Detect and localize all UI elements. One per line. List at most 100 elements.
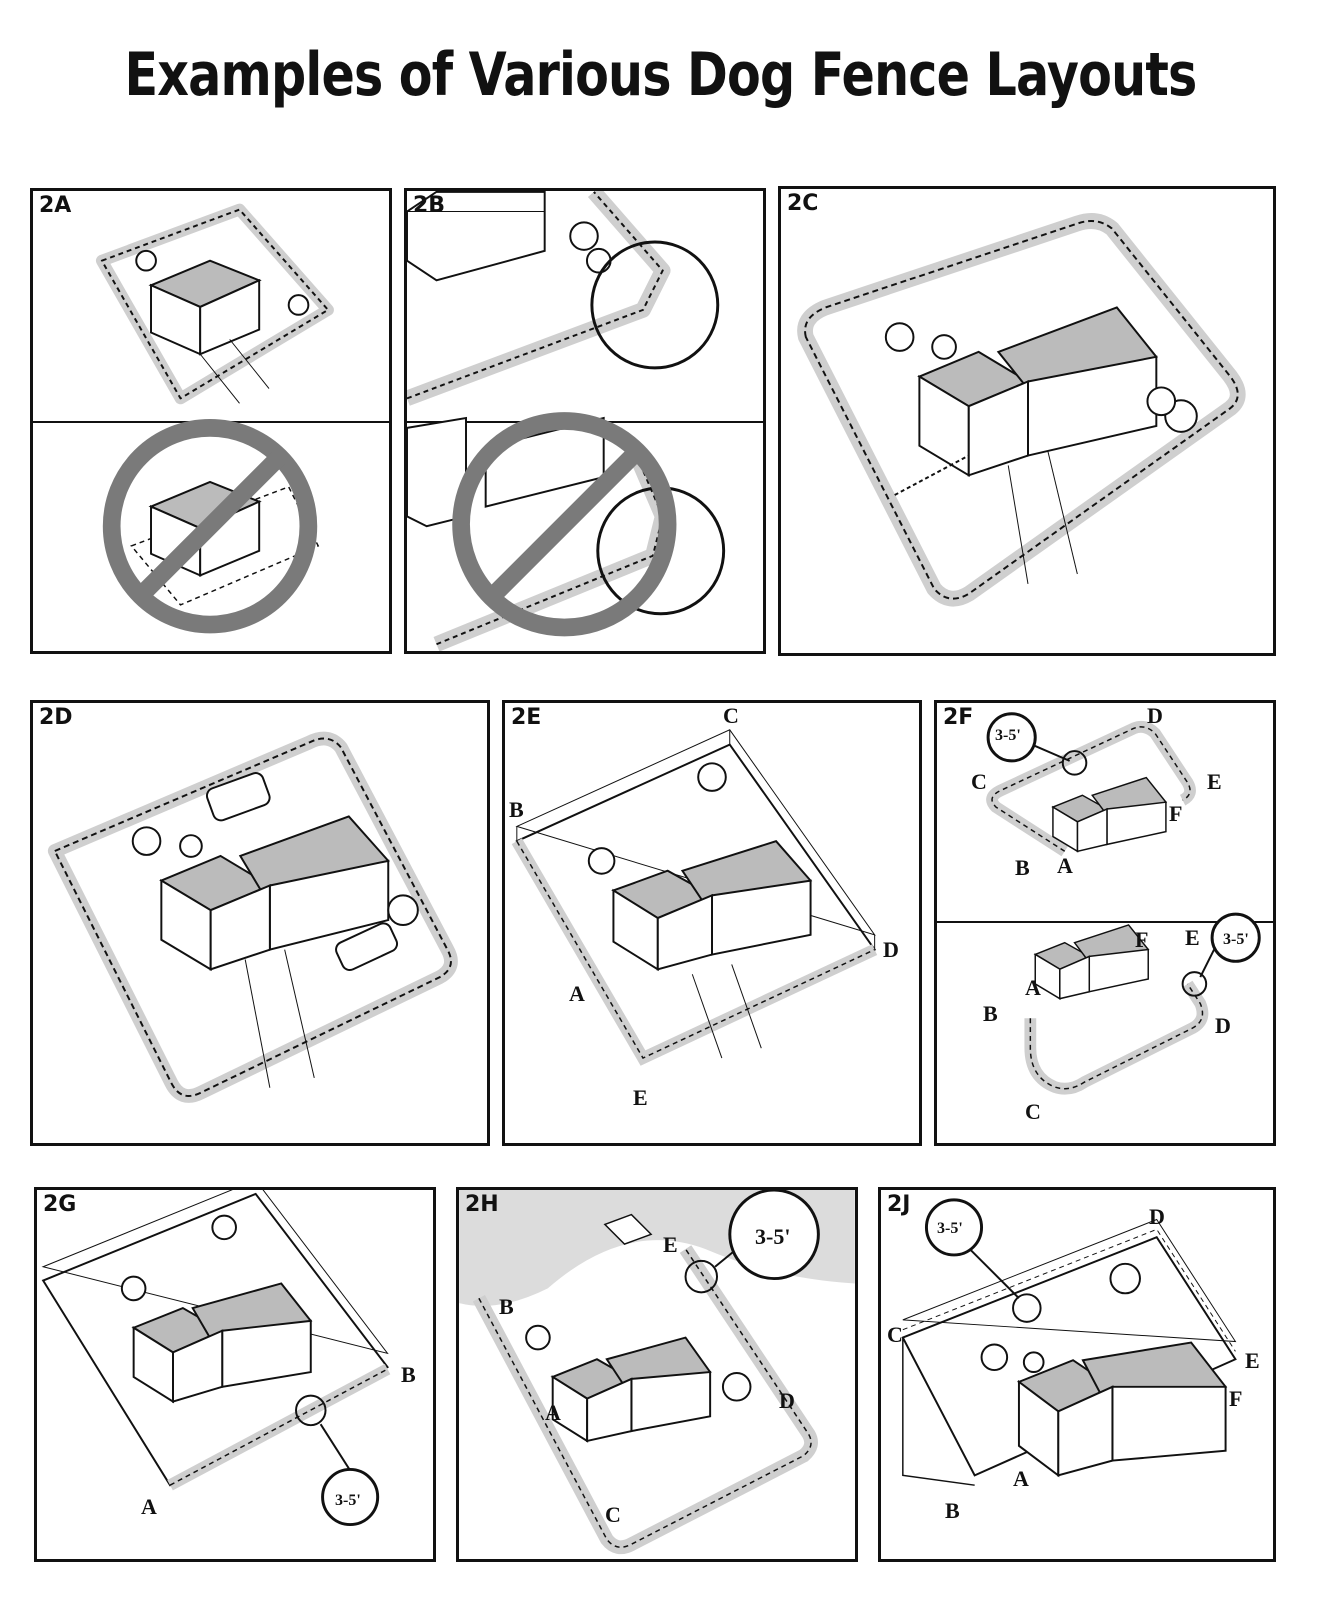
pool-icon [205,772,271,822]
prohibited-icon [452,412,677,637]
distance-tag: 3-5' [995,727,1021,744]
zoom-circle-icon [924,1198,1042,1323]
house-icon [148,259,262,356]
point-label: B [1015,855,1030,880]
boundary-wire-icon [511,838,878,1066]
panel-2e: 2E A B C D E [502,700,922,1146]
panel-label: 2C [787,191,819,216]
tree-icon [131,826,419,926]
panel-2d: 2D [30,700,490,1146]
dock-icon [603,1213,653,1245]
layout-2c-diagram [797,213,1246,607]
point-label: E [1245,1348,1260,1373]
house-icon [1033,924,1150,1000]
house-icon [407,191,546,282]
layout-2f-diagram [986,712,1261,1095]
panel-label: 2G [43,1192,77,1217]
point-label: B [983,1001,998,1026]
tree-icon [525,1324,752,1402]
zoom-circle-icon [684,1190,820,1294]
boundary-wire-icon [95,203,334,405]
panel-2f: 2F 3-5' 3-5' A B C D E F [934,700,1276,1146]
point-label: C [605,1502,621,1527]
point-label: A [1013,1466,1029,1491]
point-label: A [569,981,585,1006]
panel-2j: 2J 3-5' A B C D E F [878,1187,1276,1562]
layout-2a-diagram [95,203,334,634]
point-label: C [1025,1099,1041,1124]
point-label: D [883,937,899,962]
point-label: E [1207,769,1222,794]
boundary-wire-icon [167,1363,391,1491]
panel-2g: 2G 3-5' A B [34,1187,436,1562]
point-label: E [1185,925,1200,950]
point-label: A [1025,975,1041,1000]
boundary-wire-icon [1024,980,1209,1095]
boundary-wire-icon [407,191,671,406]
panel-2h: 2H 3-5' A B C D E [456,1187,858,1562]
layout-2e-diagram [511,729,878,1066]
point-label: E [663,1232,678,1257]
panel-label: 2B [413,193,446,218]
tree-icon [135,249,310,316]
point-label: F [1135,927,1149,952]
point-label: F [1169,801,1183,826]
panel-2b: 2B [404,188,766,654]
tree-icon [884,322,1198,433]
panel-label: 2D [39,705,73,730]
boundary-wire-icon [130,485,320,606]
house-icon [131,1282,313,1404]
house-icon [1051,776,1168,853]
zoom-circle-icon [986,712,1088,776]
panel-label: 2E [511,705,542,730]
boundary-wire-icon [433,444,671,651]
house-icon [550,1336,712,1443]
boundary-wire-icon [472,1245,818,1555]
layout-2g-diagram [41,1190,391,1527]
prohibited-icon [102,419,318,634]
panel-label: 2F [943,705,974,730]
layout-2j-diagram [901,1198,1237,1486]
panel-label: 2H [465,1192,499,1217]
layout-2h-diagram [459,1190,855,1555]
tree-icon [120,1214,237,1302]
point-label: D [1149,1204,1165,1229]
house-icon [159,815,390,972]
point-label: B [401,1362,416,1387]
panel-2c: 2C [778,186,1276,656]
point-label: B [945,1498,960,1523]
point-label: C [971,769,987,794]
panel-2a: 2A [30,188,392,654]
house-icon [917,306,1158,478]
point-label: A [545,1400,561,1425]
zoom-circle-icon [295,1394,380,1527]
point-label: E [633,1085,648,1110]
point-label: B [509,797,524,822]
tree-icon [587,762,727,875]
point-label: B [499,1294,514,1319]
distance-tag: 3-5' [335,1492,361,1509]
house-icon [1016,1341,1228,1478]
distance-tag: 3-5' [755,1224,791,1249]
point-label: A [1057,853,1073,878]
point-label: C [887,1322,903,1347]
distance-tag: 3-5' [1223,931,1249,948]
page-title: Examples of Various Dog Fence Layouts [124,40,1197,110]
point-label: F [1229,1386,1243,1411]
panel-label: 2J [887,1192,911,1217]
panel-label: 2A [39,193,72,218]
garden-icon [335,922,399,971]
boundary-wire-icon [986,720,1196,857]
boundary-wire-icon [47,731,458,1103]
house-icon [611,840,813,972]
point-label: D [1147,703,1163,728]
zoom-circle-icon [590,240,720,370]
layout-2b-diagram [407,191,726,651]
tree-icon [980,1262,1141,1374]
distance-tag: 3-5' [937,1220,963,1237]
fence-icon [901,1218,1237,1486]
point-label: D [1215,1013,1231,1038]
point-label: C [723,703,739,728]
point-label: A [141,1494,157,1519]
zoom-circle-icon [1181,912,1261,997]
